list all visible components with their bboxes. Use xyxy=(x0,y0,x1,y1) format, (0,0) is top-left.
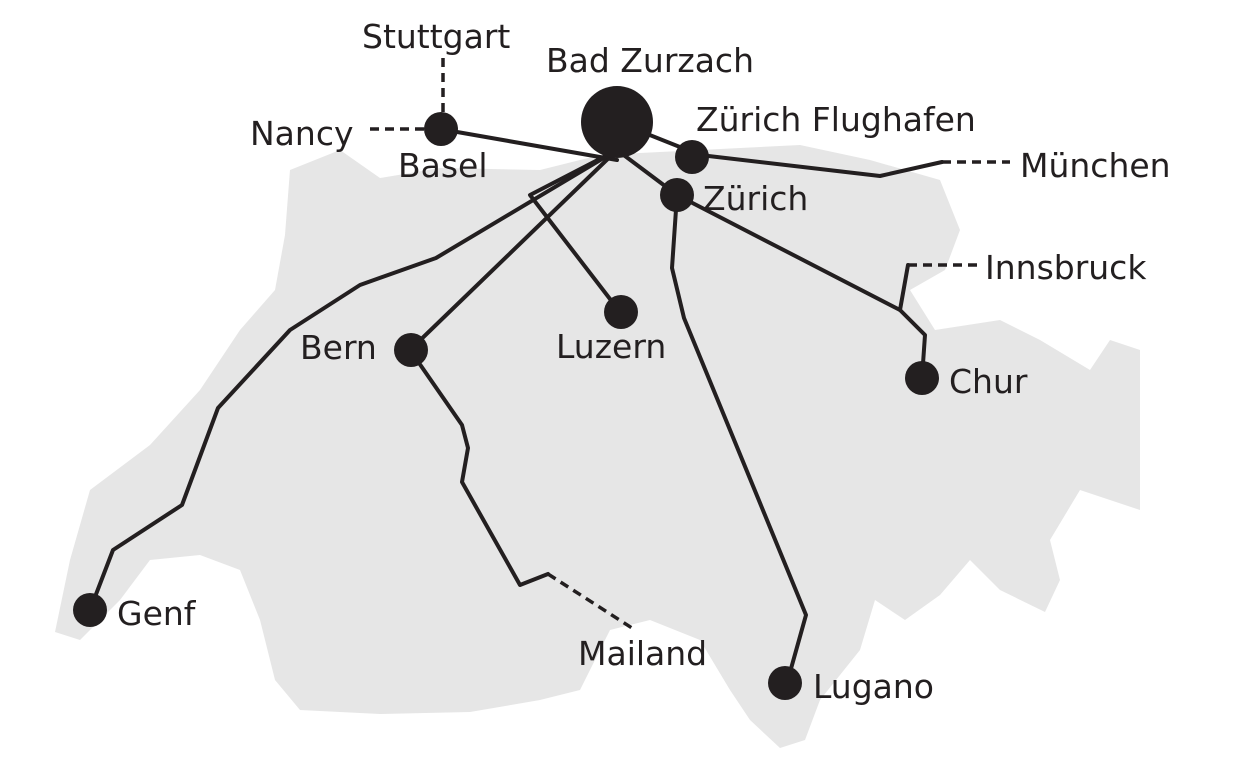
station-node-zurich xyxy=(660,178,694,212)
route-bern xyxy=(408,148,619,352)
station-node-chur xyxy=(905,361,939,395)
label-mailand: Mailand xyxy=(578,634,707,673)
route-lugano xyxy=(670,193,808,685)
label-zurich: Zürich xyxy=(703,179,808,218)
route-muenchen xyxy=(615,120,944,178)
route-basel xyxy=(438,127,619,162)
label-genf: Genf xyxy=(117,594,197,633)
label-luzern: Luzern xyxy=(556,327,666,366)
route-innsbruck-spur xyxy=(898,263,910,312)
label-stuttgart: Stuttgart xyxy=(362,17,510,56)
station-node-basel xyxy=(424,112,458,146)
label-nancy: Nancy xyxy=(250,114,354,153)
route-bern-mailand xyxy=(408,348,550,587)
label-muenchen: München xyxy=(1020,146,1171,185)
route-genf xyxy=(88,148,619,612)
station-node-lugano xyxy=(768,666,802,700)
label-basel: Basel xyxy=(398,146,488,185)
station-node-zurich-airport xyxy=(675,140,709,174)
hub-label: Bad Zurzach xyxy=(546,41,754,80)
label-innsbruck: Innsbruck xyxy=(985,248,1147,287)
label-lugano: Lugano xyxy=(813,667,934,706)
station-node-luzern xyxy=(604,295,638,329)
label-chur: Chur xyxy=(949,362,1028,401)
station-node-bern xyxy=(394,333,428,367)
station-node-genf xyxy=(73,593,107,627)
dashed-link-mailand xyxy=(547,572,633,630)
label-bern: Bern xyxy=(300,328,377,367)
label-zurich-airport: Zürich Flughafen xyxy=(696,100,976,139)
hub-node xyxy=(581,86,653,158)
